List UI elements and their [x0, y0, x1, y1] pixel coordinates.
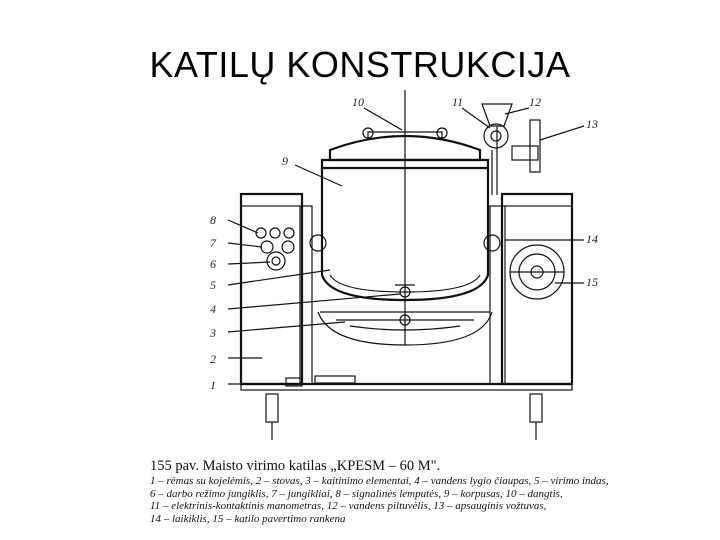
caption-title: 155 pav. Maisto virimo katilas „KPESM – … [150, 458, 441, 474]
label-3: 3 [209, 326, 216, 340]
label-14: 14 [586, 232, 598, 246]
kettle-lid [328, 127, 482, 162]
label-13: 13 [586, 117, 598, 131]
figure-caption: 155 pav. Maisto virimo katilas „KPESM – … [150, 458, 710, 525]
label-2: 2 [210, 352, 216, 366]
label-8: 8 [210, 213, 216, 227]
label-6: 6 [210, 257, 216, 271]
slide-title: KATILŲ KONSTRUKCIJA [149, 44, 571, 85]
frame-stand [240, 205, 573, 391]
label-1: 1 [210, 378, 216, 392]
label-11: 11 [452, 95, 463, 109]
label-4: 4 [210, 302, 216, 316]
caption-line-2: 6 – darbo režimo jungiklis, 7 – jungikli… [150, 487, 563, 500]
control-panel [255, 227, 295, 271]
kettle-diagram: 1 2 3 4 5 6 7 8 9 10 11 12 13 14 15 [209, 90, 598, 440]
caption-line-1: 1 – rėmas su kojelėmis, 2 – stovas, 3 – … [150, 475, 609, 487]
left-cabinet [239, 192, 304, 387]
leader-lines [227, 107, 585, 385]
label-15: 15 [586, 275, 598, 289]
caption-line-3: 11 – elektrinis-kontaktinis manometras, … [150, 500, 547, 512]
top-fittings [481, 103, 541, 195]
label-9: 9 [282, 154, 288, 168]
label-12: 12 [529, 95, 541, 109]
label-5: 5 [210, 278, 216, 292]
kettle-body [309, 90, 501, 346]
right-cabinet [500, 192, 574, 386]
caption-line-4: 14 – laikiklis, 15 – katilo pavertimo ra… [150, 512, 346, 525]
legs [265, 393, 543, 440]
label-7: 7 [210, 236, 217, 250]
label-10: 10 [352, 95, 364, 109]
